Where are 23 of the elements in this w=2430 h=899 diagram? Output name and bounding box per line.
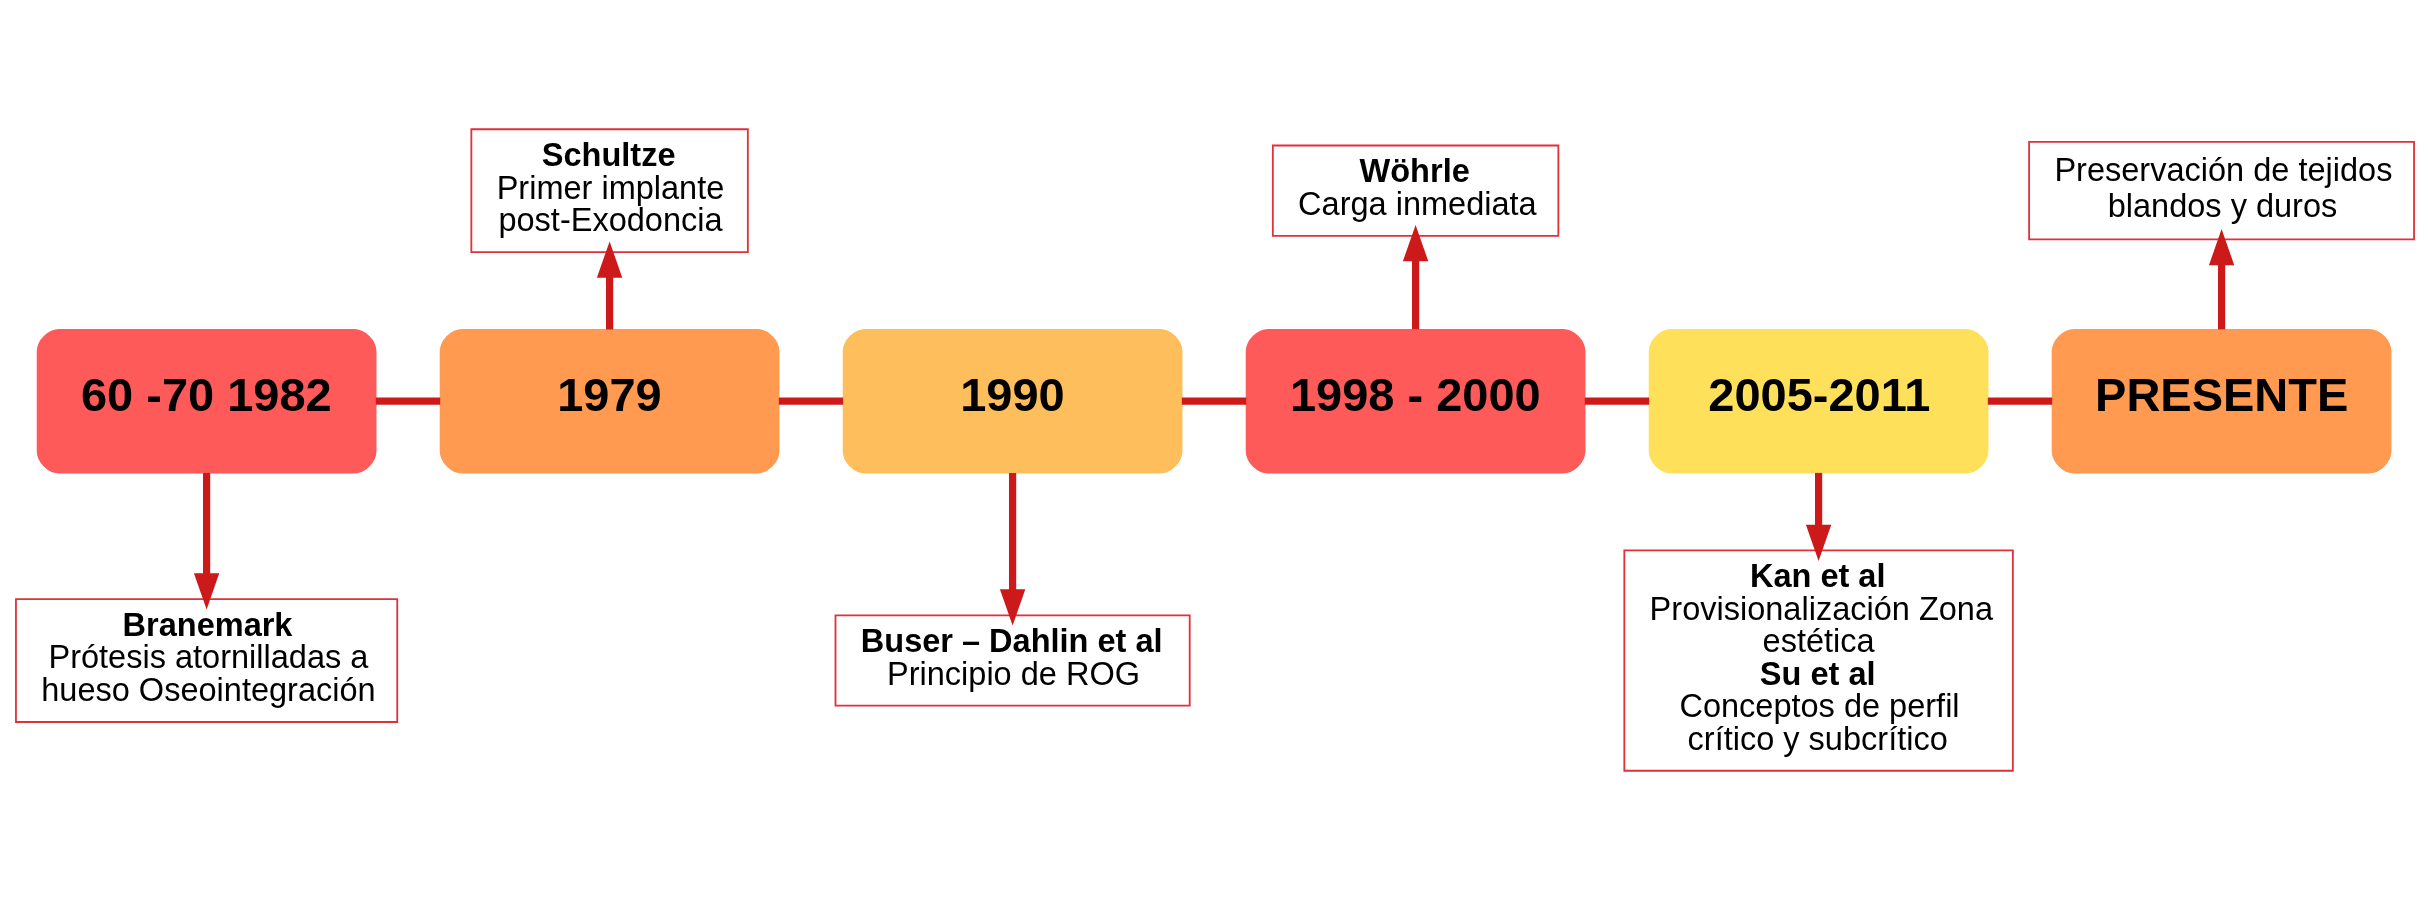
arrow <box>999 472 1026 626</box>
node-box: Preservación de tejidos blandos y duros <box>2028 140 2415 240</box>
node-box: 2005-2011 <box>1648 328 1989 473</box>
connector <box>1584 397 1650 405</box>
node-box: Schultze Primer implante post-Exodoncia <box>470 127 749 253</box>
arrow <box>1402 224 1429 329</box>
connector <box>778 397 844 405</box>
node-box: Buser – Dahlin et al Principio de ROG <box>834 613 1191 707</box>
arrow <box>2208 228 2235 329</box>
node-box: Branemark Prótesis atornilladas a hueso Oseointegración <box>15 597 399 723</box>
connector <box>1987 397 2053 405</box>
node-box: 1979 <box>439 328 780 473</box>
node-box: 1990 <box>842 328 1183 473</box>
arrow <box>596 240 623 329</box>
node-box: PRESENTE <box>2051 328 2392 473</box>
node-box: Wöhrle Carga inmediata <box>1271 144 1560 237</box>
node-box: 1998 - 2000 <box>1245 328 1586 473</box>
connector <box>1181 397 1247 405</box>
connector <box>375 397 441 405</box>
node-box: Kan et al Provisionalización Zona estética Su et al Conceptos de perfil crítico y subcrítico <box>1623 548 2014 772</box>
arrow <box>1805 472 1832 561</box>
arrow <box>193 472 220 609</box>
node-box: 60 -70 1982 <box>36 328 377 473</box>
